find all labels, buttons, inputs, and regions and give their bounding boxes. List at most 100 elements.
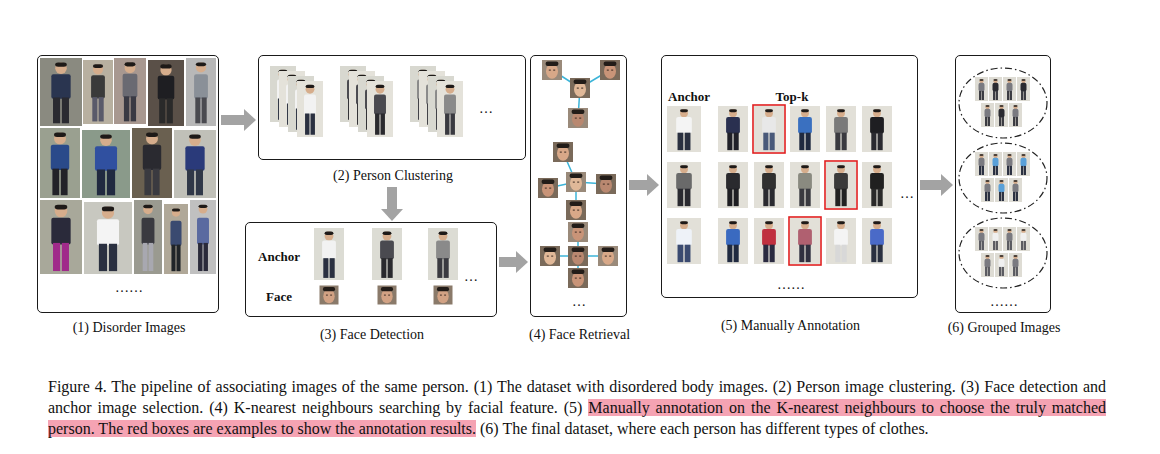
- photo-part: [873, 221, 881, 224]
- photo-part: [790, 106, 820, 152]
- photo-part: [99, 244, 107, 271]
- photo-part: [873, 165, 881, 173]
- photo-part: [726, 117, 740, 134]
- face-crop: [320, 286, 339, 305]
- photo-part: [763, 133, 768, 150]
- photo-part: [985, 267, 987, 276]
- photo-part: [979, 79, 983, 81]
- person-photo: [754, 106, 784, 152]
- photo-part: [187, 169, 194, 195]
- photo-part: [99, 97, 104, 121]
- photo-part: [834, 117, 848, 134]
- match-box: [789, 217, 821, 265]
- ellipsis-mark: ……: [115, 280, 143, 296]
- photo-part: [557, 144, 570, 148]
- face-crop: [566, 172, 586, 192]
- photo-part: [573, 182, 575, 183]
- photo-part: [680, 221, 688, 224]
- photo-part: [62, 97, 69, 123]
- photo-part: [1007, 154, 1011, 156]
- photo-part: [878, 133, 883, 150]
- photo-part: [975, 227, 988, 251]
- photo-part: [873, 109, 881, 117]
- person-photo: [862, 162, 892, 208]
- photo-part: [1021, 79, 1025, 83]
- photo-part: [381, 113, 385, 134]
- ellipsis-mark: …: [479, 101, 493, 117]
- photo-part: [993, 79, 997, 83]
- photo-part: [1021, 229, 1025, 233]
- photo-part: [680, 109, 688, 117]
- photo-part: [1009, 253, 1022, 277]
- photo-part: [579, 278, 581, 279]
- person-photo: [826, 162, 856, 208]
- photo-part: [985, 117, 987, 126]
- photo-part: [718, 106, 748, 152]
- photo-part: [1013, 192, 1015, 201]
- panel-box: …(2) Person Clustering: [258, 55, 526, 160]
- flow-arrow: [499, 257, 516, 267]
- photo-part: [605, 256, 607, 257]
- photo-part: [985, 180, 989, 184]
- photo-part: [573, 210, 575, 211]
- photo-part: [376, 85, 385, 94]
- photo-part: [667, 106, 701, 152]
- photo-part: [734, 189, 739, 206]
- face-crop: [378, 286, 397, 305]
- photo-part: [988, 192, 990, 201]
- person-photo: [975, 227, 988, 251]
- photo-part: [204, 243, 208, 271]
- person-photo: [186, 58, 216, 126]
- photo-part: [979, 166, 981, 175]
- photo-part: [199, 205, 208, 214]
- photo-part: [575, 232, 577, 233]
- photo-part: [799, 189, 804, 206]
- photo-part: [326, 294, 328, 296]
- panel-box: ……(6) Grouped Images: [955, 55, 1051, 313]
- person-photo: [790, 162, 820, 208]
- photo-part: [124, 96, 129, 121]
- photo-part: [996, 241, 998, 250]
- photo-part: [311, 113, 315, 134]
- photo-part: [873, 109, 881, 112]
- person-photo: [718, 106, 748, 152]
- photo-part: [989, 152, 1002, 176]
- face-crop: [540, 246, 560, 266]
- person-photo: [164, 204, 188, 274]
- face-crop: [538, 178, 558, 198]
- photo-part: [995, 253, 1008, 277]
- photo-part: [1013, 117, 1015, 126]
- photo-part: [51, 145, 69, 170]
- photo-part: [842, 189, 847, 206]
- photo-part: [1002, 267, 1004, 276]
- photo-part: [134, 200, 162, 274]
- photo-part: [148, 60, 184, 126]
- photo-part: [568, 222, 588, 242]
- photo-part: [1003, 152, 1016, 176]
- person-photo: [989, 152, 1002, 176]
- photo-part: [676, 173, 692, 190]
- photo-part: [1003, 227, 1016, 251]
- photo-part: [996, 91, 998, 100]
- photo-part: [114, 58, 146, 124]
- photo-part: [434, 286, 453, 305]
- photo-part: [553, 70, 555, 71]
- photo-part: [572, 248, 585, 252]
- photo-part: [979, 79, 983, 83]
- photo-part: [1007, 158, 1013, 167]
- photo-part: [806, 189, 811, 206]
- photo-part: [975, 77, 988, 101]
- photo-part: [862, 162, 892, 208]
- person-photo: [975, 77, 988, 101]
- photo-part: [568, 268, 588, 288]
- face-crop: [598, 246, 618, 266]
- photo-part: [1021, 229, 1025, 231]
- photo-part: [197, 218, 209, 245]
- photo-part: [870, 229, 884, 246]
- photo-part: [1007, 154, 1011, 158]
- photo-part: [790, 218, 820, 264]
- ellipsis-mark: ……: [777, 277, 805, 293]
- photo-part: [566, 172, 586, 192]
- person-photo: [667, 162, 701, 208]
- photo-part: [1021, 79, 1025, 81]
